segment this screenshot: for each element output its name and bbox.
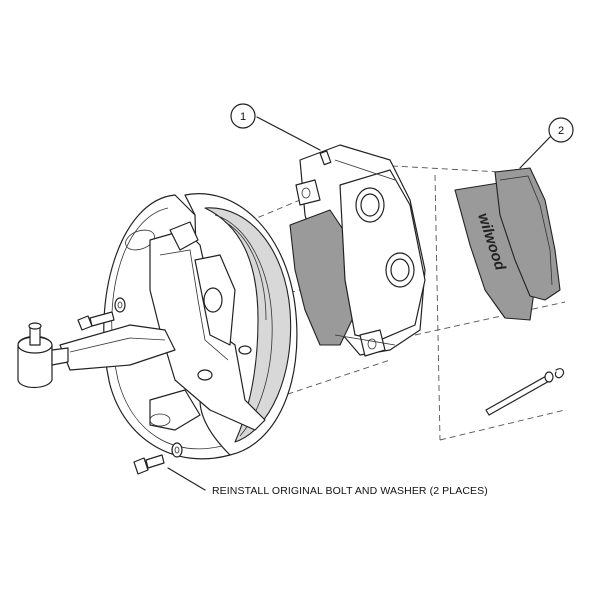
pad-retaining-pin bbox=[485, 371, 554, 416]
callout-2: 2 bbox=[519, 117, 574, 169]
lower-bolt bbox=[133, 442, 183, 475]
callout-1-label: 1 bbox=[240, 111, 246, 123]
upper-bolt bbox=[77, 297, 126, 331]
callout-2-label: 2 bbox=[558, 125, 564, 137]
spindle-knuckle bbox=[149, 221, 266, 431]
bolt-note: REINSTALL ORIGINAL BOLT AND WASHER (2 PL… bbox=[167, 467, 488, 497]
retaining-clip bbox=[554, 368, 565, 379]
steering-arm bbox=[17, 322, 176, 389]
brake-pads: wilwood bbox=[454, 167, 561, 321]
callout-1: 1 bbox=[230, 103, 321, 151]
caliper bbox=[289, 144, 426, 357]
bolt-note-text: REINSTALL ORIGINAL BOLT AND WASHER (2 PL… bbox=[212, 485, 488, 497]
